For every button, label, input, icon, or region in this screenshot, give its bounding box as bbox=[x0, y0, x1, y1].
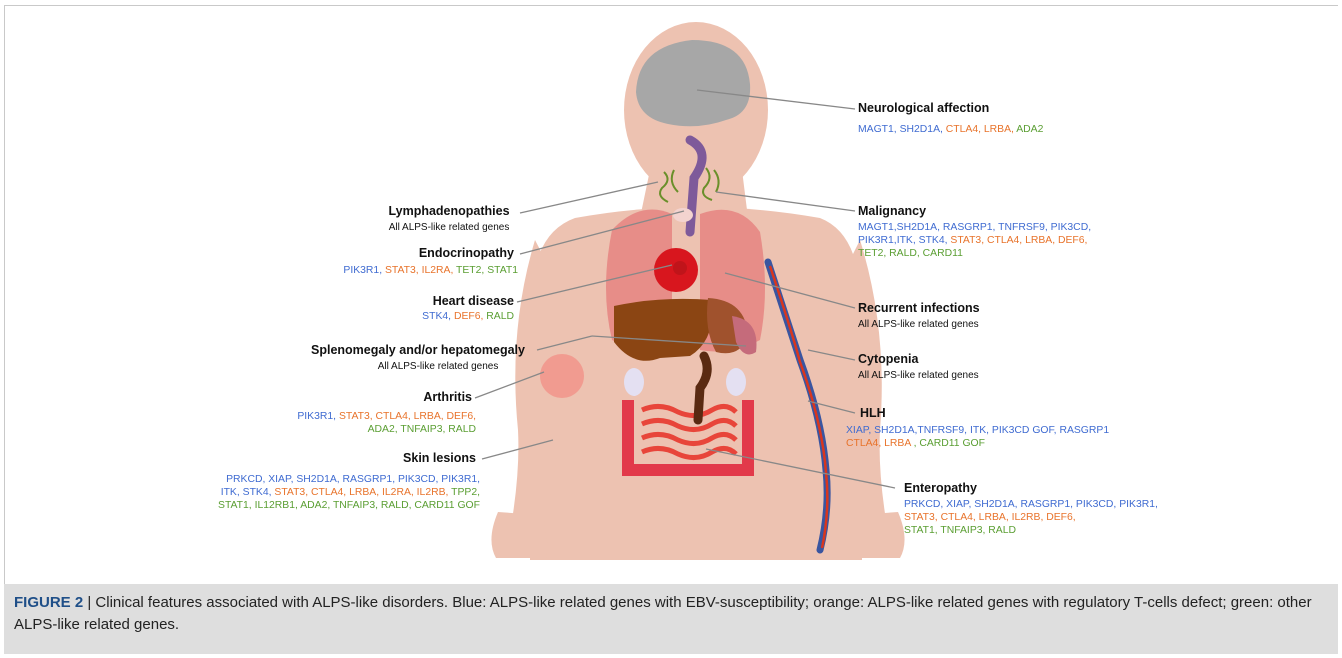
malignancy-genes-3: TET2, RALD, CARD11 bbox=[858, 247, 1091, 260]
figure-caption: FIGURE 2 | Clinical features associated … bbox=[14, 592, 1324, 636]
endo-title: Endocrinopathy bbox=[300, 246, 518, 261]
enteropathy-genes-2: STAT3, CTLA4, LRBA, IL2RB, DEF6, bbox=[904, 511, 1158, 524]
feature-hlh: HLH XIAP, SH2D1A,TNFRSF9, ITK, PIK3CD GO… bbox=[858, 406, 1109, 450]
hlh-genes-1: XIAP, SH2D1A,TNFRSF9, ITK, PIK3CD GOF, R… bbox=[846, 424, 1109, 437]
skin-genes-1: PRKCD, XIAP, SH2D1A, RASGRP1, PIK3CD, PI… bbox=[160, 473, 480, 486]
feature-endocrinopathy: Endocrinopathy PIK3R1, STAT3, IL2RA, TET… bbox=[300, 246, 518, 277]
feature-cytopenia: Cytopenia All ALPS-like related genes bbox=[858, 352, 979, 382]
caption-sep: | bbox=[83, 594, 95, 611]
thyroid bbox=[673, 208, 693, 222]
skin-genes-3: STAT1, IL12RB1, ADA2, TNFAIP3, RALD, CAR… bbox=[160, 499, 480, 512]
feature-arthritis: Arthritis PIK3R1, STAT3, CTLA4, LRBA, DE… bbox=[280, 390, 476, 436]
feature-splenomegaly: Splenomegaly and/or hepatomegaly All ALP… bbox=[303, 343, 533, 373]
recurrent-sub: All ALPS-like related genes bbox=[858, 318, 980, 331]
enteropathy-title: Enteropathy bbox=[904, 481, 1158, 496]
malignancy-genes-1: MAGT1,SH2D1A, RASGRP1, TNFRSF9, PIK3CD, bbox=[858, 221, 1091, 234]
enteropathy-genes-1: PRKCD, XIAP, SH2D1A, RASGRP1, PIK3CD, PI… bbox=[904, 498, 1158, 511]
left-kidney bbox=[624, 368, 644, 396]
feature-malignancy: Malignancy MAGT1,SH2D1A, RASGRP1, TNFRSF… bbox=[858, 204, 1091, 260]
malignancy-title: Malignancy bbox=[858, 204, 1091, 219]
neuro-genes: MAGT1, SH2D1A, CTLA4, LRBA, ADA2 bbox=[858, 123, 1043, 136]
arthritis-title: Arthritis bbox=[280, 390, 476, 405]
arthritis-glow bbox=[540, 354, 584, 398]
spleno-title: Splenomegaly and/or hepatomegaly bbox=[303, 343, 533, 358]
feature-neuro: Neurological affection MAGT1, SH2D1A, CT… bbox=[858, 101, 1043, 136]
skin-genes-2: ITK, STK4, STAT3, CTLA4, LRBA, IL2RA, IL… bbox=[160, 486, 480, 499]
hlh-title: HLH bbox=[860, 406, 1109, 421]
skin-title: Skin lesions bbox=[160, 451, 480, 466]
neuro-title: Neurological affection bbox=[858, 101, 1043, 116]
enteropathy-genes-3: STAT1, TNFAIP3, RALD bbox=[904, 524, 1158, 537]
recurrent-title: Recurrent infections bbox=[858, 301, 980, 316]
arthritis-genes-2: ADA2, TNFAIP3, RALD bbox=[280, 423, 476, 436]
hlh-genes-2: CTLA4, LRBA , CARD11 GOF bbox=[846, 437, 1109, 450]
caption-lead: FIGURE 2 bbox=[14, 594, 83, 611]
feature-recurrent-infections: Recurrent infections All ALPS-like relat… bbox=[858, 301, 980, 331]
feature-skin-lesions: Skin lesions PRKCD, XIAP, SH2D1A, RASGRP… bbox=[160, 451, 480, 512]
spleno-sub: All ALPS-like related genes bbox=[303, 360, 533, 373]
malignancy-genes-2: PIK3R1,ITK, STK4, STAT3, CTLA4, LRBA, DE… bbox=[858, 234, 1091, 247]
arthritis-genes-1: PIK3R1, STAT3, CTLA4, LRBA, DEF6, bbox=[280, 410, 476, 423]
endo-genes: PIK3R1, STAT3, IL2RA, TET2, STAT1 bbox=[300, 264, 518, 277]
lymph-title: Lymphadenopathies bbox=[382, 204, 516, 219]
cytopenia-sub: All ALPS-like related genes bbox=[858, 369, 979, 382]
feature-lymphadenopathies: Lymphadenopathies All ALPS-like related … bbox=[382, 204, 516, 234]
right-kidney bbox=[726, 368, 746, 396]
caption-text: Clinical features associated with ALPS-l… bbox=[14, 594, 1312, 633]
cytopenia-title: Cytopenia bbox=[858, 352, 979, 367]
feature-enteropathy: Enteropathy PRKCD, XIAP, SH2D1A, RASGRP1… bbox=[904, 481, 1158, 537]
lymph-sub: All ALPS-like related genes bbox=[382, 221, 516, 234]
heart-genes: STK4, DEF6, RALD bbox=[380, 310, 514, 323]
feature-heart-disease: Heart disease STK4, DEF6, RALD bbox=[380, 294, 514, 323]
heart-title: Heart disease bbox=[380, 294, 514, 309]
